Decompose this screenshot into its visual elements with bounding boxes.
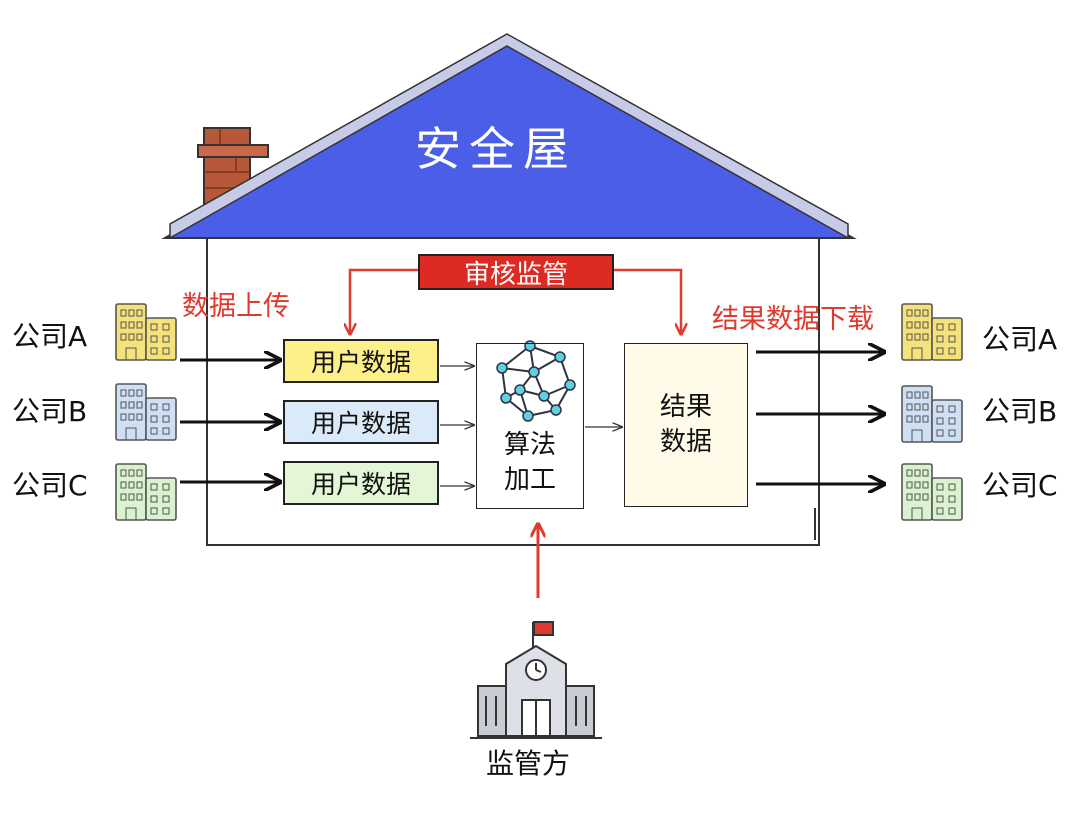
result-download-label: 结果数据下载 — [712, 304, 874, 335]
result-data-box: 结果 数据 — [624, 343, 748, 507]
company-c-left-label: 公司C — [12, 469, 88, 502]
building-icon-company-b-left — [115, 383, 177, 441]
building-icon-company-b-right — [901, 385, 963, 443]
audit-supervision-label: 审核监管 — [463, 259, 568, 290]
user-data-box-a: 用户数据 — [283, 339, 439, 383]
data-upload-label: 数据上传 — [182, 291, 290, 322]
user-data-box-c: 用户数据 — [283, 461, 439, 505]
algorithm-label-line2: 加工 — [503, 464, 556, 495]
regulator-label: 监管方 — [486, 747, 571, 780]
company-a-left-label: 公司A — [12, 320, 88, 353]
user-data-label: 用户数据 — [310, 348, 411, 377]
company-b-right-label: 公司B — [982, 395, 1058, 428]
company-c-right-label: 公司C — [982, 469, 1058, 502]
building-icon-company-c-left — [115, 463, 177, 521]
algorithm-label-line1: 算法 — [503, 429, 556, 460]
user-data-box-b: 用户数据 — [283, 400, 439, 444]
building-icon-company-a-left — [115, 303, 177, 361]
company-b-left-label: 公司B — [12, 395, 88, 428]
audit-supervision-box: 审核监管 — [418, 254, 614, 290]
government-building-icon — [470, 621, 602, 739]
company-a-right-label: 公司A — [982, 323, 1058, 356]
house-title: 安全屋 — [415, 122, 577, 176]
building-icon-company-c-right — [901, 463, 963, 521]
result-label-line2: 数据 — [659, 427, 712, 457]
algorithm-processing-box: 算法 加工 — [476, 343, 584, 509]
user-data-label: 用户数据 — [310, 409, 411, 438]
user-data-label: 用户数据 — [310, 470, 411, 499]
result-label-line1: 结果 — [659, 391, 712, 422]
building-icon-company-a-right — [901, 303, 963, 361]
